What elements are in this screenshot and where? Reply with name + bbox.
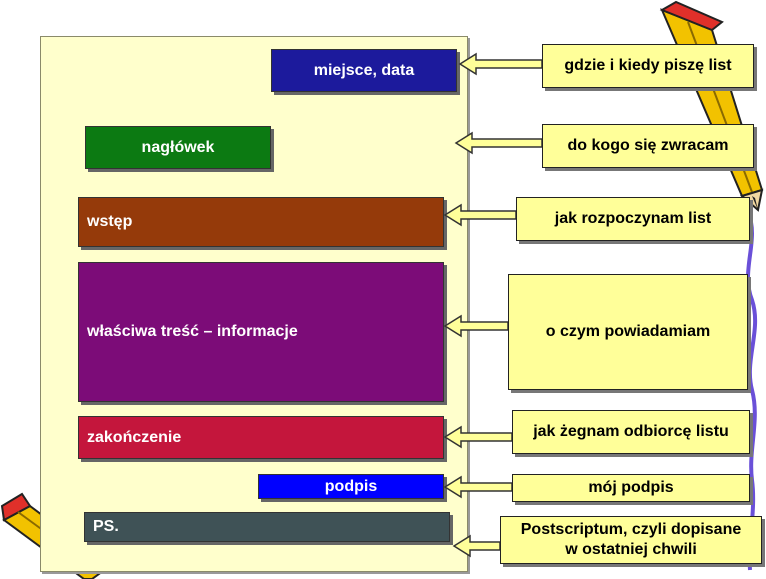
note-tresc: o czym powiadamiam [508,274,748,390]
section-wstep: wstęp [78,197,444,247]
note-podpis-text: mój podpis [588,479,674,496]
arrow-wstep [443,203,517,227]
note-naglowek: do kogo się zwracam [542,124,754,168]
section-ps: PS. [84,512,450,542]
arrow-ps [452,534,501,558]
note-ps-line1: Postscriptum, czyli dopisane [520,521,742,538]
note-naglowek-text: do kogo się zwracam [567,137,729,154]
arrow-naglowek [454,131,543,155]
section-zakonczenie: zakończenie [78,416,444,459]
arrow-zakonczenie [443,425,513,449]
note-ps: Postscriptum, czyli dopisane w ostatniej… [500,516,762,564]
section-naglowek: nagłówek [85,126,271,169]
note-zakonczenie-text: jak żegnam odbiorcę listu [533,423,729,440]
section-wstep-label: wstęp [87,213,133,230]
note-podpis: mój podpis [512,474,750,502]
section-tresc: właściwa treść – informacje [78,262,444,402]
arrow-tresc [443,314,509,338]
section-ps-label: PS. [93,518,119,535]
note-miejsce-text: gdzie i kiedy piszę list [564,57,732,74]
section-podpis-label: podpis [324,477,378,495]
section-tresc-label: właściwa treść – informacje [87,323,298,340]
section-miejsce-label: miejsce, data [313,61,415,79]
section-miejsce-data: miejsce, data [271,49,457,92]
arrow-miejsce [458,52,543,76]
note-zakonczenie: jak żegnam odbiorcę listu [512,410,750,454]
arrow-podpis [443,475,513,499]
note-miejsce: gdzie i kiedy piszę list [542,44,754,88]
note-ps-line2: w ostatniej chwili [565,541,697,558]
note-tresc-text: o czym powiadamiam [545,323,711,340]
note-wstep: jak rozpoczynam list [516,197,750,241]
note-wstep-text: jak rozpoczynam list [554,210,712,227]
section-podpis: podpis [258,474,444,499]
section-zakonczenie-label: zakończenie [87,428,182,446]
section-naglowek-label: nagłówek [141,138,215,156]
